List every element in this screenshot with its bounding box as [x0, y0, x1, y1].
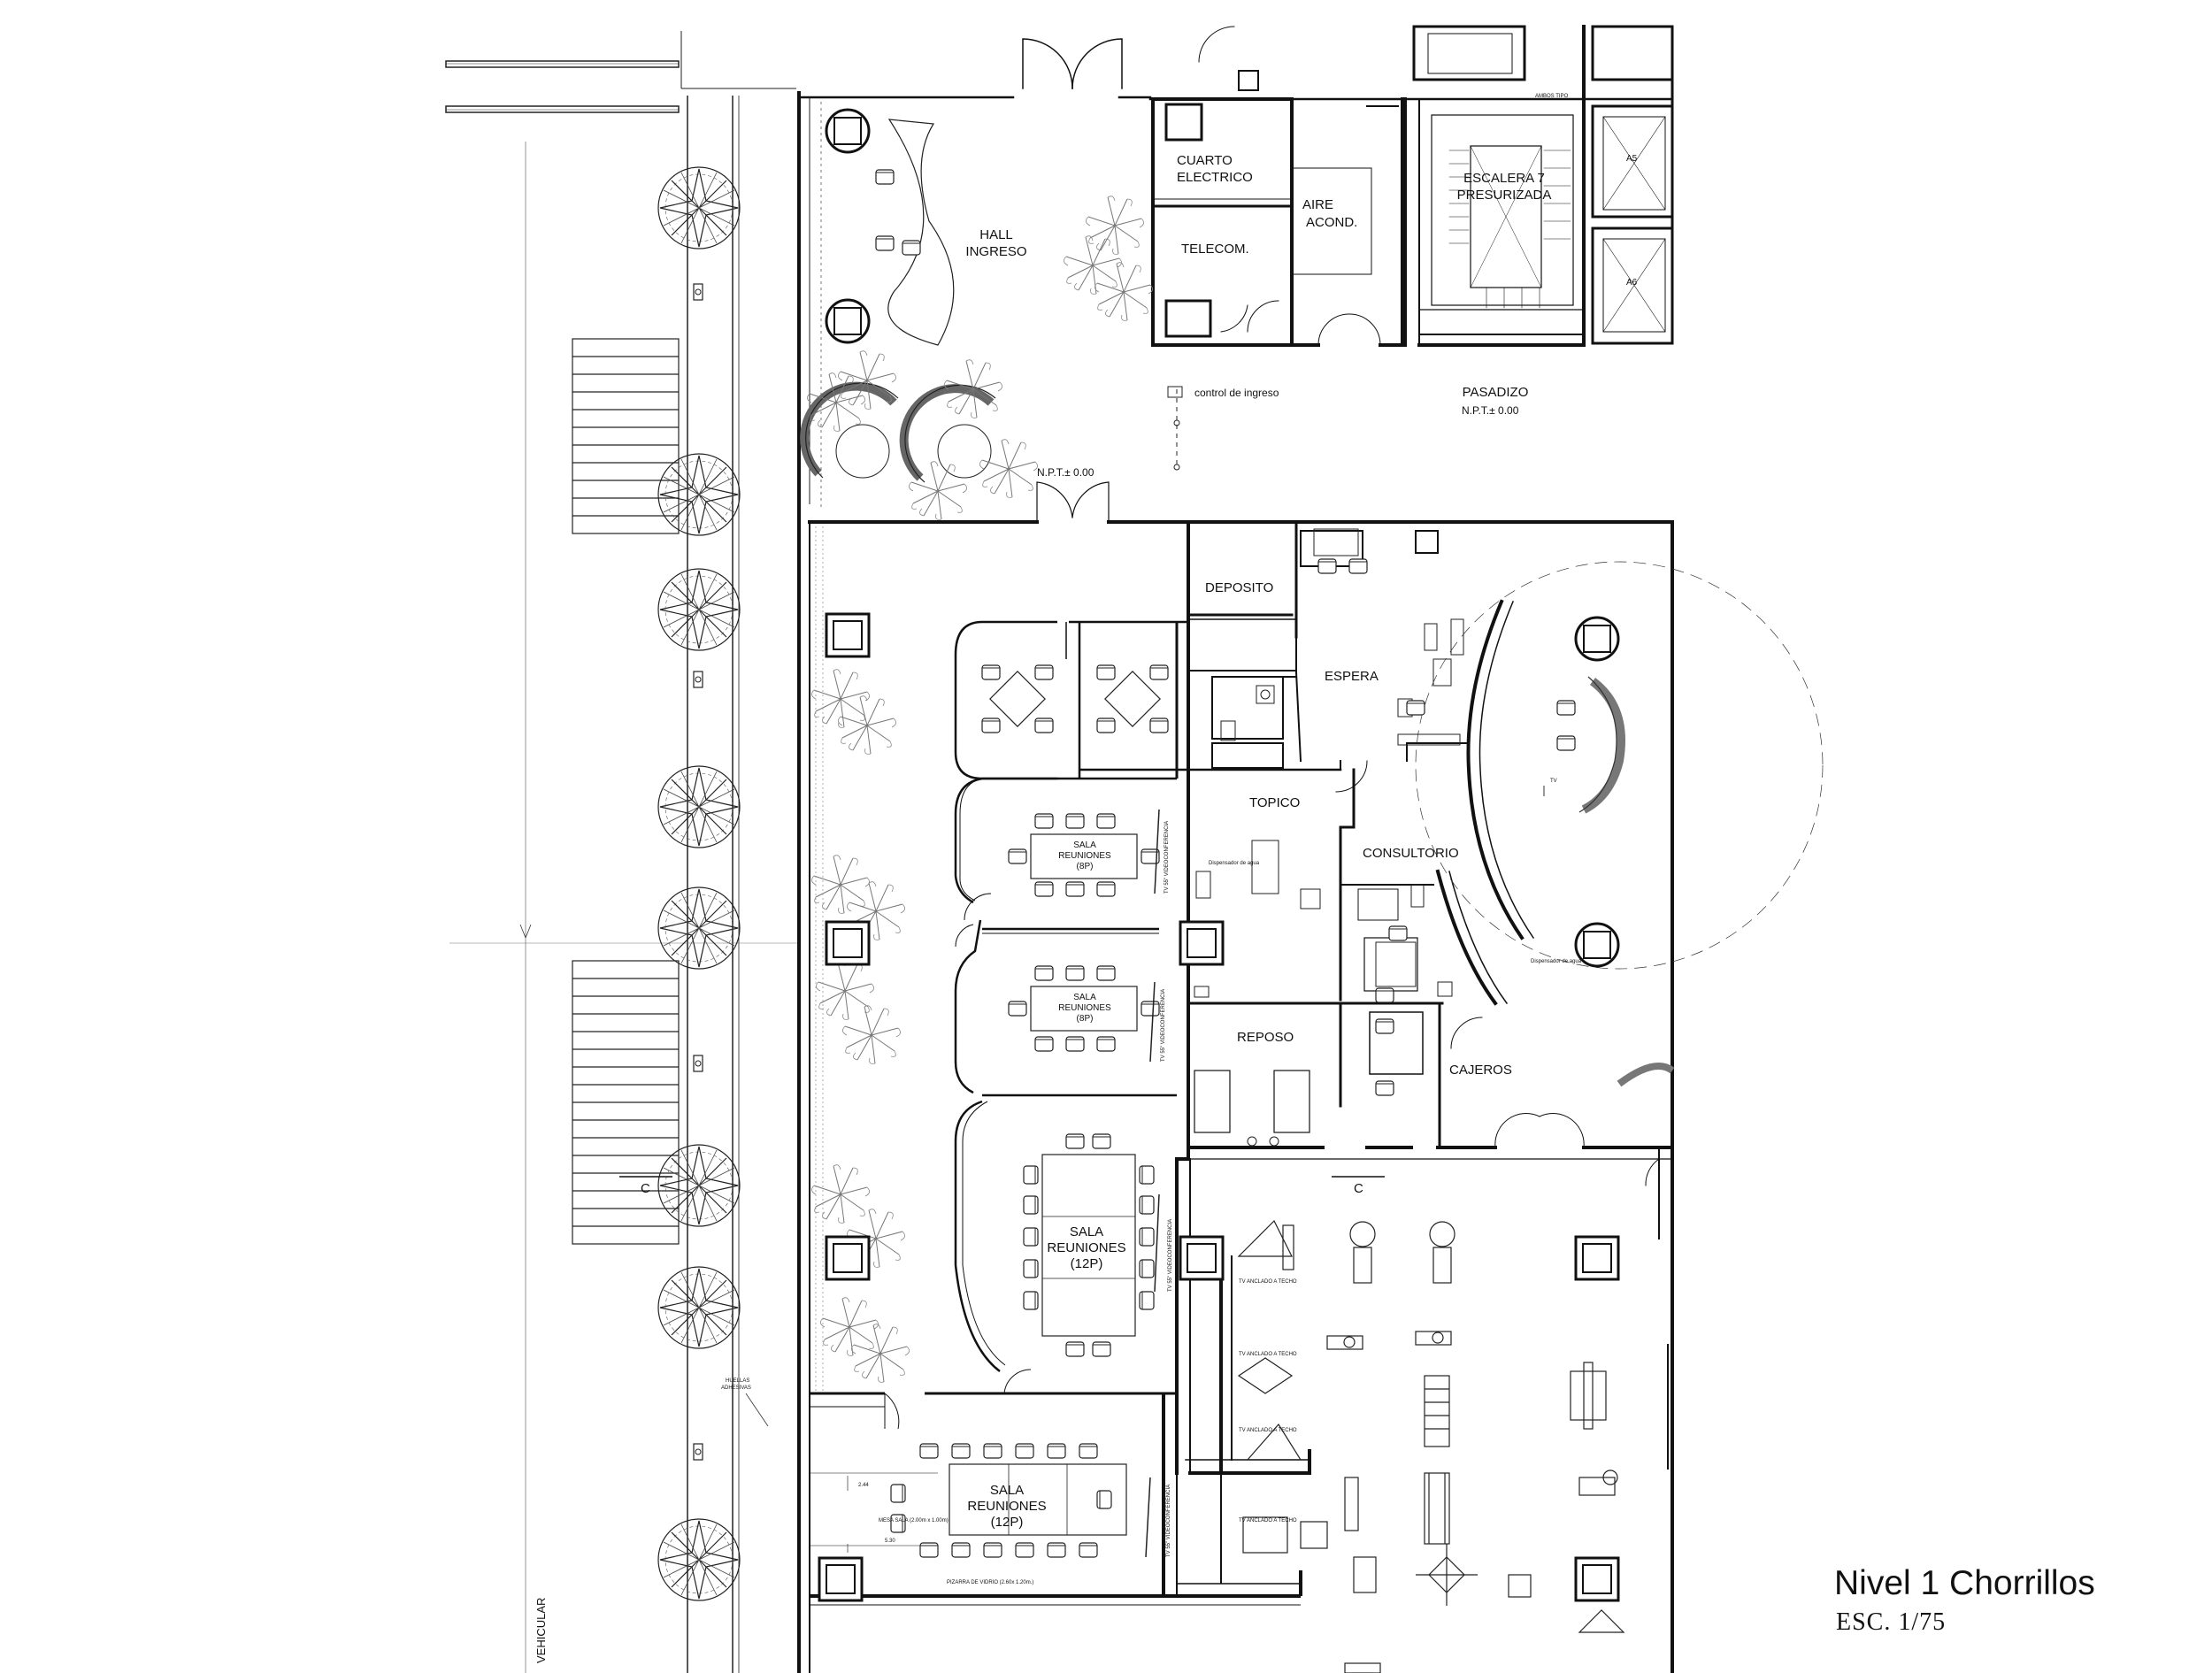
control-ingreso-label: control de ingreso: [1194, 387, 1279, 399]
section-c-right: C: [1354, 1181, 1363, 1196]
room-deposito: DEPOSITO: [1205, 580, 1273, 595]
plan-scale: ESC. 1/75: [1836, 1608, 1947, 1636]
tv-techo-4: TV ANCLADO A TECHO: [1239, 1518, 1297, 1523]
room-hall-l1: HALL: [979, 227, 1013, 242]
meeting-room-4-l3: (12P): [991, 1515, 1024, 1530]
hall-furniture: [800, 97, 1183, 509]
huellas-leader: [745, 1393, 769, 1427]
structural-columns: [818, 108, 1620, 1602]
meeting-room-3-l2: REUNIONES: [1047, 1240, 1125, 1255]
room-reposo: REPOSO: [1237, 1030, 1294, 1045]
huellas-label-l2: ADHESIVAS: [721, 1385, 751, 1391]
room-topico: TOPICO: [1249, 795, 1300, 810]
tv-videoconf-2: TV 55" VIDEOCONFERENCIA: [1161, 989, 1166, 1062]
meeting-room-partitions: [810, 620, 1302, 1606]
reception-area: [1415, 561, 1824, 1087]
vehicular-label: VEHICULAR: [534, 1598, 548, 1663]
meeting-room-2-l2: REUNIONES: [1058, 1003, 1111, 1013]
dim-530: 5.30: [885, 1539, 895, 1544]
meeting-room-1-l3: (8P): [1077, 862, 1094, 871]
tv-videoconf-4: TV 55" VIDEOCONFERENCIA: [1166, 1485, 1171, 1557]
npt-hall-label: N.P.T.± 0.00: [1037, 466, 1094, 479]
planters: [806, 196, 1154, 1383]
annotations: control de ingreso N.P.T.± 0.00 N.P.T.± …: [534, 94, 1638, 1663]
tv-techo-2: TV ANCLADO A TECHO: [1239, 1352, 1297, 1357]
gym-equipment: [1237, 1219, 1625, 1673]
dim-244: 2.44: [858, 1483, 869, 1488]
medical-furniture: [1194, 528, 1464, 1147]
meeting-room-4-l2: REUNIONES: [967, 1499, 1046, 1514]
meeting-room-3-l3: (12P): [1071, 1256, 1103, 1271]
tv-videoconf-1: TV 55" VIDEOCONFERENCIA: [1164, 821, 1170, 894]
meeting-room-2-l1: SALA: [1073, 993, 1096, 1002]
room-aire-l2: ACOND.: [1306, 215, 1357, 230]
street-area: [445, 31, 801, 1673]
room-cajeros: CAJEROS: [1449, 1063, 1512, 1078]
crosswalk-lower: [572, 960, 680, 1245]
room-telecom: TELECOM.: [1181, 242, 1249, 257]
npt-pasadizo-label: N.P.T.± 0.00: [1462, 404, 1519, 417]
building-walls: [797, 25, 1674, 1673]
room-espera: ESPERA: [1325, 669, 1379, 684]
meeting-room-3-l1: SALA: [1070, 1224, 1103, 1239]
planter-strip-texture: [815, 526, 824, 1393]
room-cuarto-electrico-l2: ELECTRICO: [1177, 170, 1253, 185]
room-cuarto-electrico-l1: CUARTO: [1177, 153, 1233, 168]
dispensador-1: Dispensador de agua: [1209, 861, 1260, 866]
plan-title: Nivel 1 Chorrillos: [1834, 1564, 2095, 1602]
meeting-furniture: [890, 664, 1169, 1558]
crosswalk-upper: [572, 338, 680, 534]
tv-techo-1: TV ANCLADO A TECHO: [1239, 1279, 1297, 1285]
meeting-room-1-l2: REUNIONES: [1058, 851, 1111, 861]
meeting-room-4-l1: SALA: [990, 1483, 1024, 1498]
room-hall-l2: INGRESO: [965, 244, 1026, 259]
tv-techo-3: TV ANCLADO A TECHO: [1239, 1428, 1297, 1433]
pizarra-label: PIZARRA DE VIDRIO (2.60x 1.20m.): [947, 1580, 1033, 1585]
elevator-a5-label: A5: [1626, 154, 1638, 164]
elevator-a6-label: A6: [1626, 278, 1638, 288]
meeting-room-1-l1: SALA: [1073, 840, 1096, 850]
room-labels: CUARTO ELECTRICO HALL INGRESO AIRE ACOND…: [965, 153, 1551, 1078]
tv-videoconf-3: TV 55" VIDEOCONFERENCIA: [1168, 1219, 1173, 1292]
meeting-room-labels: SALA REUNIONES (8P) SALA REUNIONES (8P) …: [967, 840, 1125, 1530]
room-escalera-l1: ESCALERA 7: [1463, 171, 1545, 186]
room-pasadizo: PASADIZO: [1463, 385, 1529, 400]
meeting-room-2-l3: (8P): [1077, 1014, 1094, 1024]
section-c-left: C: [641, 1181, 650, 1196]
huellas-label-l1: HUELLAS: [726, 1378, 749, 1384]
dispensador-2: Dispensador de agua: [1531, 959, 1582, 964]
ambos-tipo-label: AMBOS TIPO: [1535, 94, 1569, 99]
room-consultorio: CONSULTORIO: [1363, 846, 1459, 861]
room-escalera-l2: PRESURIZADA: [1457, 188, 1552, 203]
mesa-label: MESA SALA (2.00m x 1.00m): [879, 1518, 949, 1523]
room-aire-l1: AIRE: [1302, 197, 1333, 212]
tv-reception-label: TV: [1550, 779, 1557, 784]
